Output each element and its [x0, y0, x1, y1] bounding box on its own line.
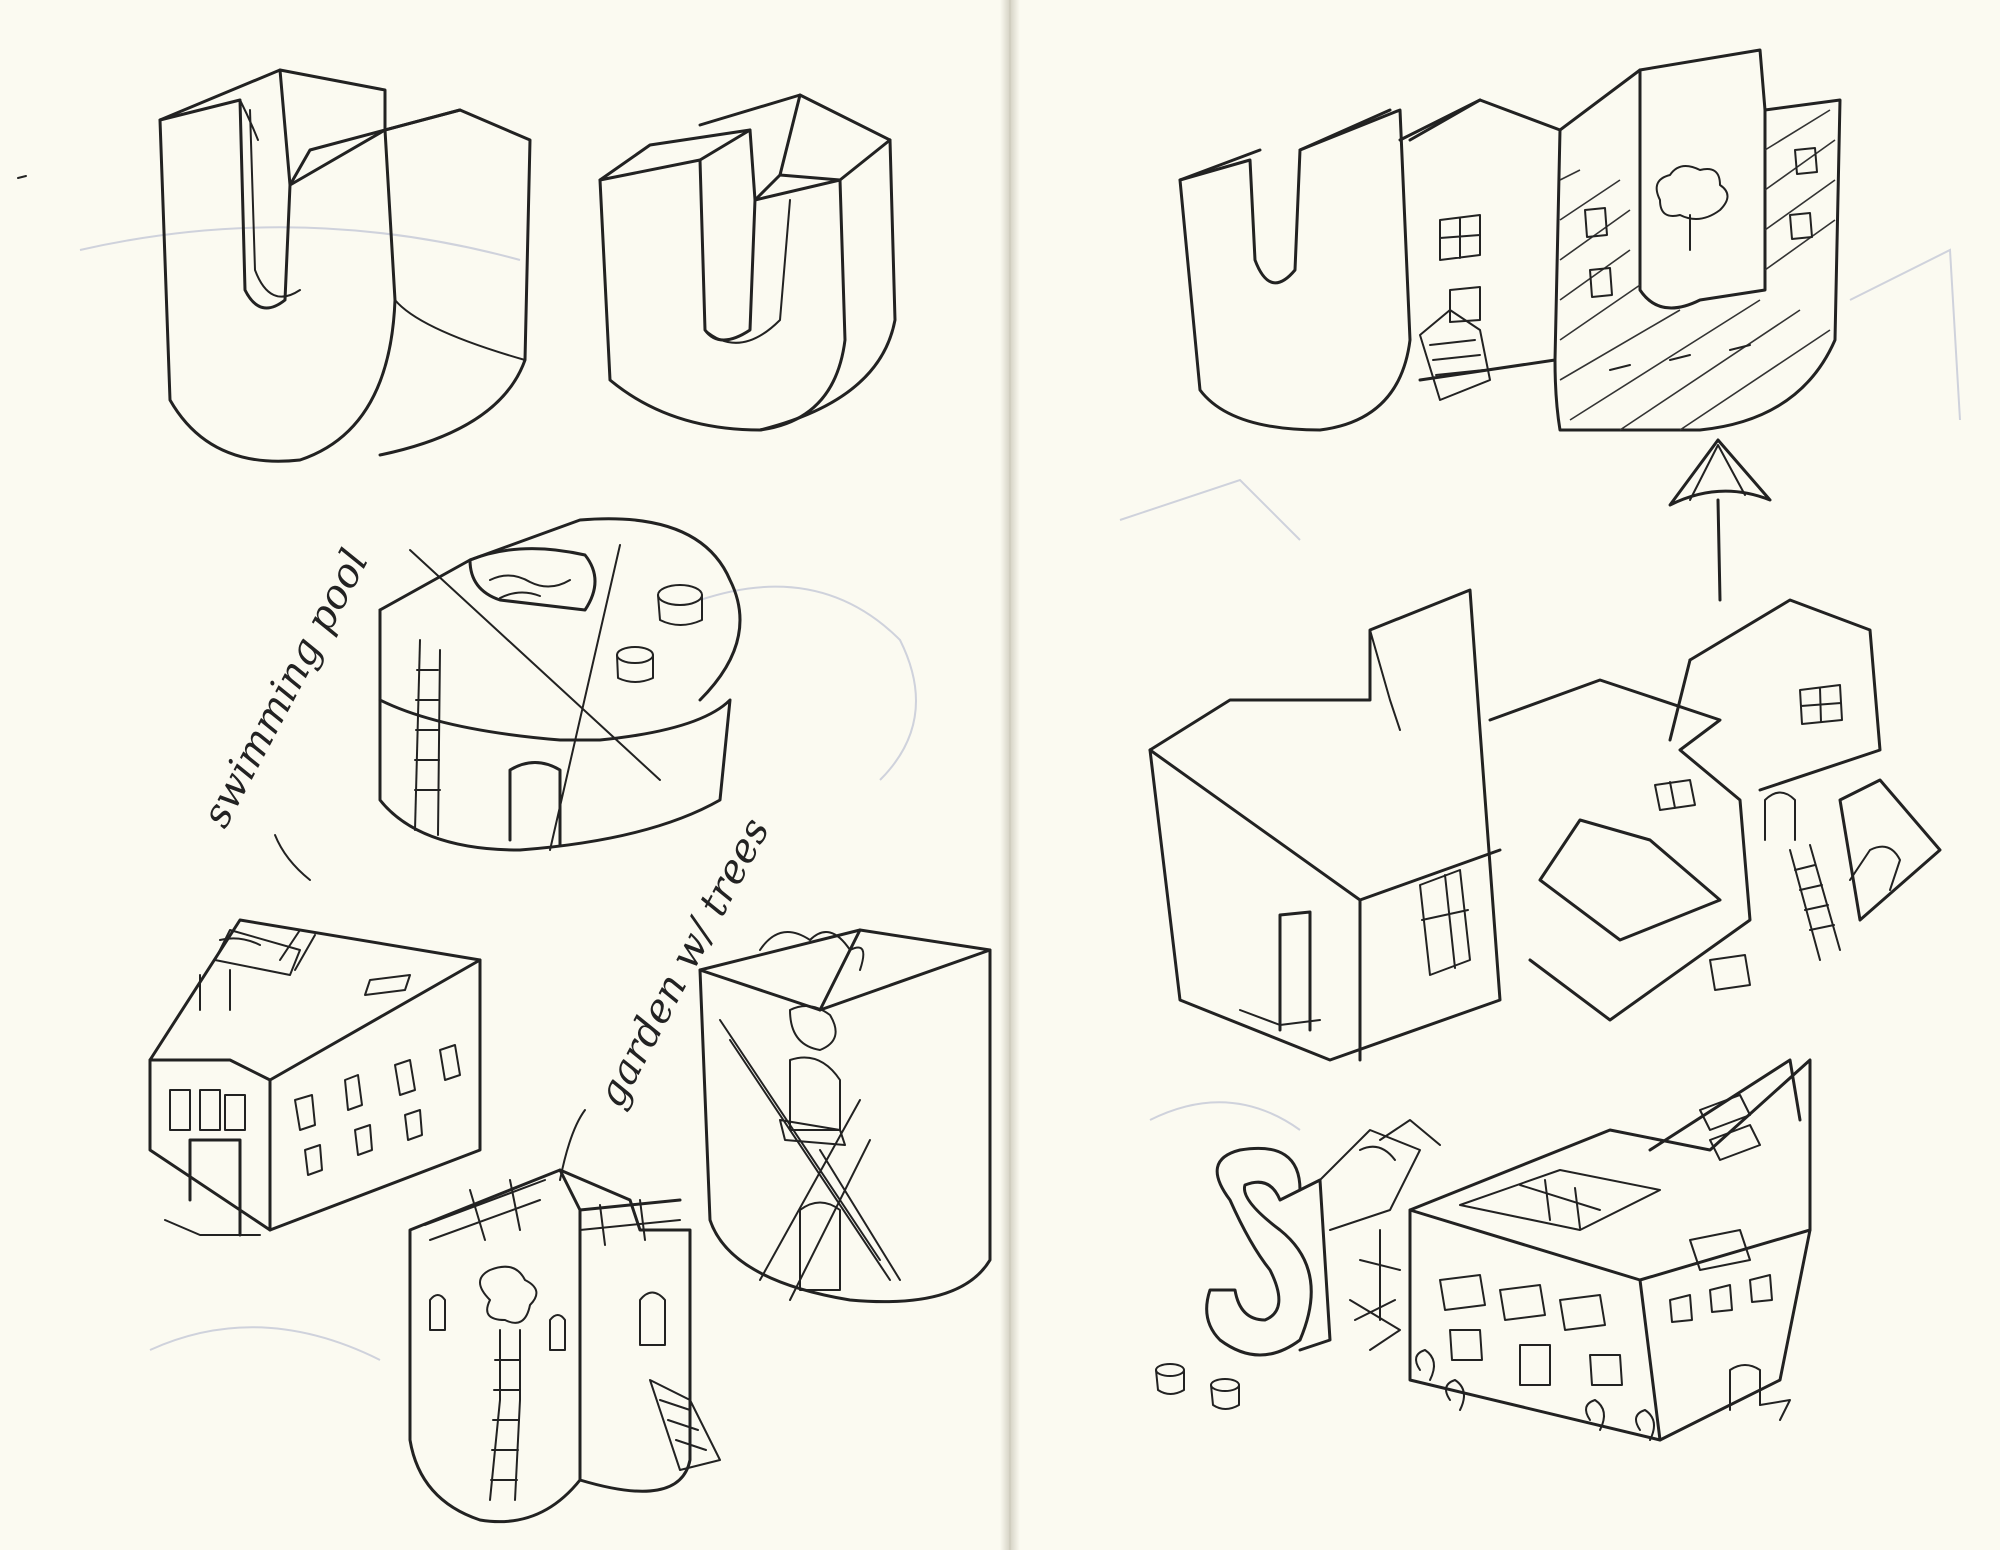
u-with-buildings-sketch — [1178, 48, 1842, 432]
d-shaped-building-sketch — [378, 517, 742, 852]
left-page — [0, 0, 1006, 1550]
faint-background-marks — [79, 226, 1961, 1361]
letter-u-sketch-2 — [598, 93, 897, 432]
building-rooftop-court-sketch — [1408, 1058, 1812, 1442]
letter-u-sketch-1 — [158, 68, 532, 463]
up-arrow-mark — [1668, 438, 1772, 602]
s-sculpture-sketch — [1155, 1119, 1441, 1410]
building-rooftop-pool-sketch — [148, 834, 482, 1237]
book-gutter — [1000, 0, 1020, 1550]
stray-mark — [17, 175, 27, 179]
tall-tower-sketch — [698, 928, 992, 1304]
exploded-buildings-sketch — [1148, 588, 1942, 1062]
annotation-swimming-pool: swimming pool — [193, 542, 378, 835]
u-building-garden-sketch — [408, 1109, 721, 1524]
